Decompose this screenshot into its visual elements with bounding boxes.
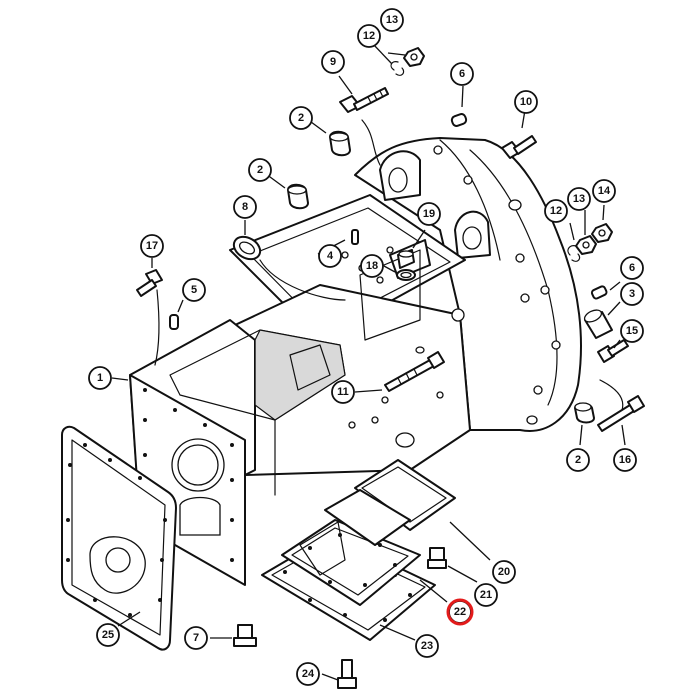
callout-label: 15 (626, 325, 638, 337)
dowel-pin-5[interactable] (169, 314, 179, 330)
callout-label: 2 (298, 112, 304, 124)
callout-label: 6 (459, 68, 465, 80)
callout-2-upper[interactable]: 2 (289, 106, 313, 130)
dowel-pin-4[interactable] (351, 229, 359, 245)
callout-label: 19 (423, 208, 435, 220)
bushing-2-middle[interactable] (287, 183, 309, 210)
callout-6-top[interactable]: 6 (450, 62, 474, 86)
callout-6-right[interactable]: 6 (620, 256, 644, 280)
lock-washer-12-right[interactable] (567, 245, 581, 262)
callout-15[interactable]: 15 (620, 319, 644, 343)
bolt-10[interactable] (501, 135, 537, 159)
callout-8[interactable]: 8 (233, 195, 257, 219)
callout-3[interactable]: 3 (620, 282, 644, 306)
callout-5[interactable]: 5 (182, 278, 206, 302)
callout-label: 13 (573, 193, 585, 205)
o-ring-18[interactable] (396, 269, 416, 281)
bolt-15[interactable] (597, 339, 629, 363)
plug-7[interactable] (233, 624, 257, 647)
callout-19[interactable]: 19 (417, 202, 441, 226)
seal-ring-8[interactable] (230, 232, 264, 263)
callout-label: 22 (454, 606, 466, 618)
dowel-pin-6-top[interactable] (450, 113, 468, 127)
callout-label: 12 (363, 30, 375, 42)
callout-13-right[interactable]: 13 (567, 187, 591, 211)
callout-label: 17 (146, 240, 158, 252)
callout-label: 25 (102, 629, 114, 641)
callout-label: 20 (498, 566, 510, 578)
callout-20[interactable]: 20 (492, 560, 516, 584)
callout-25[interactable]: 25 (96, 623, 120, 647)
callout-11[interactable]: 11 (331, 380, 355, 404)
callout-label: 16 (619, 454, 631, 466)
bolt-17[interactable] (136, 269, 163, 297)
highlight-ring (446, 598, 474, 626)
callout-label: 1 (97, 372, 103, 384)
callout-23[interactable]: 23 (415, 634, 439, 658)
small-gasket-plate[interactable] (324, 489, 411, 546)
callout-13-top[interactable]: 13 (380, 8, 404, 32)
callout-2-middle[interactable]: 2 (248, 158, 272, 182)
bushing-2-upper[interactable] (329, 130, 351, 157)
nut-14[interactable] (591, 223, 613, 243)
callout-16[interactable]: 16 (613, 448, 637, 472)
callout-label: 14 (598, 185, 611, 197)
callout-label: 5 (191, 284, 197, 296)
nut-13-top[interactable] (403, 47, 425, 67)
callout-14[interactable]: 14 (592, 179, 616, 203)
bottom-gasket-22[interactable] (281, 519, 421, 606)
callout-label: 18 (366, 260, 378, 272)
bolt-21[interactable] (427, 547, 447, 569)
callout-17[interactable]: 17 (140, 234, 164, 258)
callout-label: 9 (330, 56, 336, 68)
callout-label: 7 (193, 632, 199, 644)
callout-label: 2 (575, 454, 581, 466)
callout-9[interactable]: 9 (321, 50, 345, 74)
callout-24[interactable]: 24 (296, 662, 320, 686)
callout-label: 4 (327, 250, 334, 262)
callout-10[interactable]: 10 (514, 90, 538, 114)
breather-plug-19[interactable] (397, 249, 415, 269)
callout-12-right[interactable]: 12 (544, 199, 568, 223)
callout-label: 10 (520, 96, 532, 108)
callout-22-highlighted[interactable]: 22 (446, 598, 474, 626)
bolt-11[interactable] (384, 351, 445, 392)
callout-label: 3 (629, 288, 635, 300)
callout-7[interactable]: 7 (184, 626, 208, 650)
callout-label: 2 (257, 164, 263, 176)
nut-13-right[interactable] (575, 235, 597, 255)
callout-21[interactable]: 21 (474, 583, 498, 607)
lock-washer-12-top[interactable] (390, 61, 405, 76)
dowel-pin-6-right[interactable] (590, 285, 608, 300)
bolt-9[interactable] (339, 87, 389, 113)
bolt-24[interactable] (337, 659, 357, 689)
callout-2-lower[interactable]: 2 (566, 448, 590, 472)
callout-18[interactable]: 18 (360, 254, 384, 278)
callout-label: 23 (421, 640, 433, 652)
bolt-16[interactable] (597, 395, 645, 432)
front-gasket[interactable] (61, 425, 177, 651)
callout-label: 24 (302, 668, 315, 680)
callout-4[interactable]: 4 (318, 244, 342, 268)
callout-label: 21 (480, 589, 492, 601)
callout-label: 13 (386, 14, 398, 26)
callout-1[interactable]: 1 (88, 366, 112, 390)
callout-label: 11 (337, 386, 349, 398)
bushing-3[interactable] (583, 308, 613, 339)
callout-label: 6 (629, 262, 635, 274)
callout-label: 8 (242, 201, 248, 213)
callout-label: 12 (550, 205, 562, 217)
bushing-2-lower[interactable] (574, 402, 595, 424)
callout-12-top[interactable]: 12 (357, 24, 381, 48)
